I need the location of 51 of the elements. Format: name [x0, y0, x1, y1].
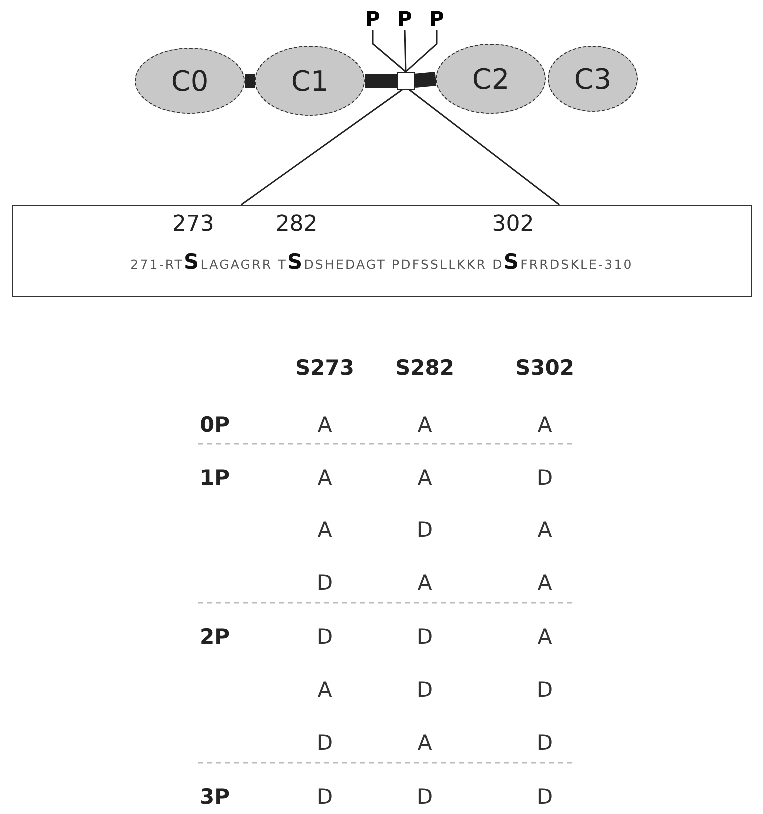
table-cell: D	[316, 784, 334, 810]
phosphorylation-site-box	[397, 72, 415, 90]
domain-ellipse: C1	[255, 46, 365, 116]
table-cell: A	[318, 465, 332, 491]
table-cell: A	[318, 677, 332, 703]
domain-ellipse: C3	[548, 46, 638, 112]
phosphate-label: P	[363, 8, 383, 30]
table-cell: D	[536, 784, 554, 810]
table-cell: D	[536, 465, 554, 491]
table-cell: A	[418, 730, 432, 756]
phosphate-label: P	[427, 8, 447, 30]
connector-line	[409, 89, 560, 206]
table-cell: A	[418, 570, 432, 596]
table-cell: A	[538, 412, 552, 438]
table-cell: A	[538, 624, 552, 650]
linker-bar	[245, 74, 255, 88]
residue-number: 273	[172, 212, 214, 238]
table-cell: A	[538, 517, 552, 543]
row-label: 1P	[200, 465, 230, 491]
connector-line	[372, 30, 406, 73]
linker-bar	[365, 74, 397, 88]
table-cell: D	[416, 624, 434, 650]
sequence-box	[12, 205, 752, 297]
table-cell: D	[416, 677, 434, 703]
residue-number: 282	[276, 212, 318, 238]
column-header: S273	[296, 355, 354, 381]
table-cell: D	[316, 730, 334, 756]
row-label: 2P	[200, 624, 230, 650]
column-header: S302	[516, 355, 574, 381]
table-cell: D	[536, 730, 554, 756]
table-cell: A	[318, 412, 332, 438]
table-cell: A	[418, 465, 432, 491]
table-cell: D	[416, 784, 434, 810]
connector-line	[404, 30, 407, 72]
table-cell: D	[316, 570, 334, 596]
domain-ellipse: C0	[135, 48, 245, 114]
phosphate-label: P	[395, 8, 415, 30]
table-cell: D	[536, 677, 554, 703]
row-label: 0P	[200, 412, 230, 438]
row-label: 3P	[200, 784, 230, 810]
table-cell: D	[416, 517, 434, 543]
column-header: S282	[396, 355, 454, 381]
table-cell: D	[316, 624, 334, 650]
table-cell: A	[418, 412, 432, 438]
connector-line	[406, 30, 438, 73]
table-cell: A	[538, 570, 552, 596]
linker-bar	[414, 72, 437, 88]
residue-number: 302	[492, 212, 534, 238]
table-cell: A	[318, 517, 332, 543]
domain-ellipse: C2	[436, 44, 546, 114]
connector-line	[240, 89, 403, 206]
